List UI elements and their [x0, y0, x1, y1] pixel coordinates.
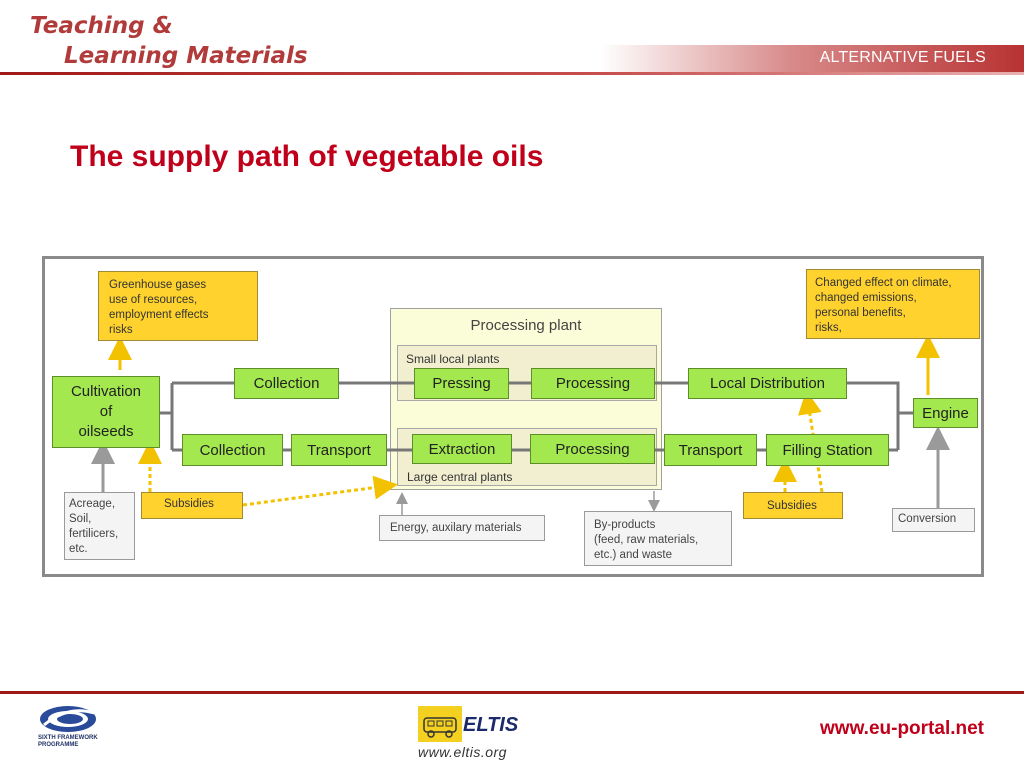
brand-line-1: Teaching & — [30, 13, 173, 39]
slide-title: The supply path of vegetable oils — [70, 140, 544, 173]
collection-top-box: Collection — [234, 368, 339, 399]
engine-box: Engine — [913, 398, 978, 428]
cultivation-box: Cultivation of oilseeds — [52, 376, 160, 448]
subsidies-right-box: Subsidies — [743, 492, 843, 519]
large-plants-label: Large central plants — [407, 470, 513, 484]
flow-lines — [160, 381, 913, 452]
topic-label: ALTERNATIVE FUELS — [819, 49, 986, 66]
eltis-url[interactable]: www.eltis.org — [418, 744, 507, 760]
eltis-logo-icon — [418, 706, 462, 742]
processing-plant-title: Processing plant — [470, 317, 582, 334]
small-plants-label: Small local plants — [406, 352, 500, 366]
impact-arrows — [108, 334, 940, 395]
processing-bottom-box: Processing — [530, 434, 655, 464]
collection-bottom-box: Collection — [182, 434, 283, 466]
extraction-box: Extraction — [412, 434, 512, 464]
brand-line-2: Learning Materials — [64, 43, 308, 69]
transport-left-box: Transport — [291, 434, 387, 466]
thin-arrows — [396, 491, 660, 515]
footer-divider — [0, 691, 1024, 694]
local-distribution-box: Local Distribution — [688, 368, 847, 399]
byproducts-box: By-products (feed, raw materials, etc.) … — [584, 511, 732, 566]
sixth-framework-label: SIXTH FRAMEWORK PROGRAMME — [38, 735, 98, 748]
input-arrows — [91, 426, 950, 508]
pressing-box: Pressing — [414, 368, 509, 399]
sixth-framework-logo-icon — [40, 706, 96, 732]
eltis-logo-text: ELTIS — [463, 714, 519, 736]
acreage-box: Acreage, Soil, fertilicers, etc. — [64, 492, 135, 560]
subsidies-left-box: Subsidies — [141, 492, 243, 519]
conversion-box: Conversion — [892, 508, 975, 532]
transport-right-box: Transport — [664, 434, 757, 466]
header-gradient-bar — [600, 45, 1024, 72]
greenhouse-box: Greenhouse gases use of resources, emplo… — [98, 271, 258, 341]
portal-link[interactable]: www.eu-portal.net — [820, 718, 984, 739]
changed-effect-box: Changed effect on climate, changed emiss… — [806, 269, 980, 339]
processing-top-box: Processing — [531, 368, 655, 399]
filling-station-box: Filling Station — [766, 434, 889, 466]
header-divider — [0, 72, 1024, 75]
energy-box: Energy, auxilary materials — [379, 515, 545, 541]
